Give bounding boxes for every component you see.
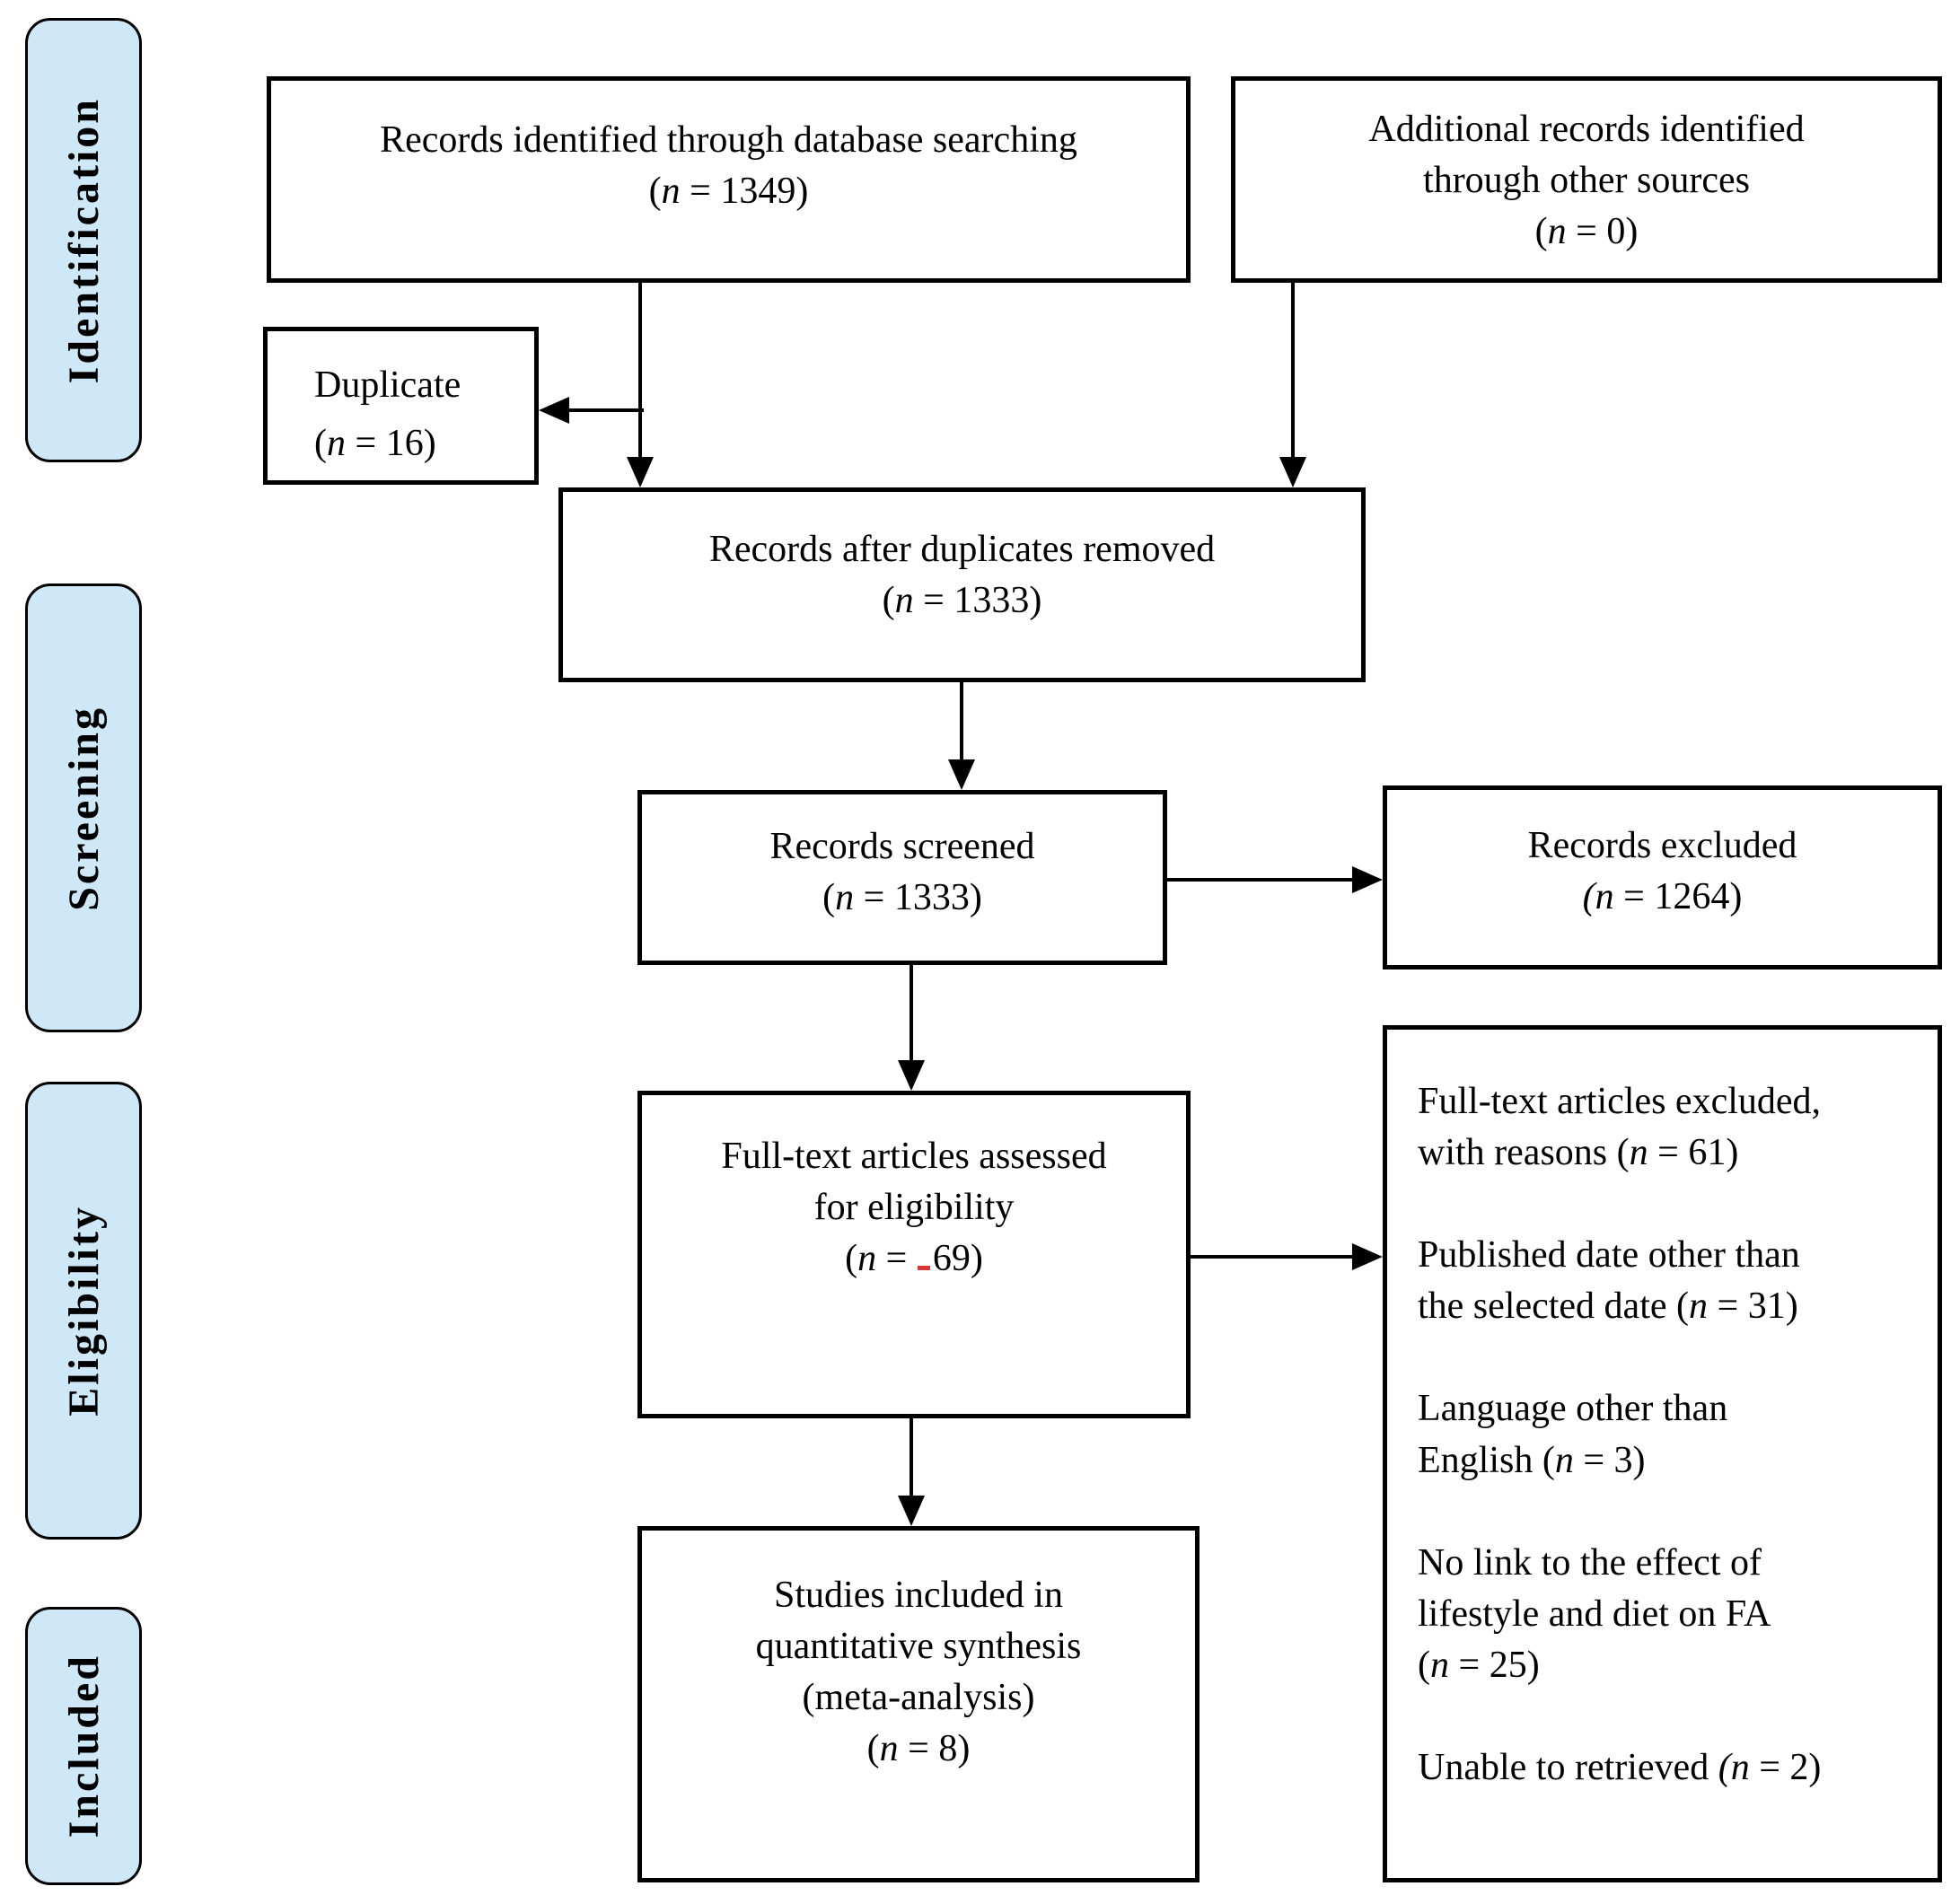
arrow-line xyxy=(566,408,644,412)
box-studies-included: Studies included in quantitative synthes… xyxy=(637,1526,1200,1882)
stage-eligibility-label: Eligibility xyxy=(59,1205,108,1417)
box-after-duplicates-count: (n = 1333) xyxy=(882,580,1042,622)
box-records-identified-label: Records identified through database sear… xyxy=(380,119,1077,161)
arrowhead-down-icon xyxy=(898,1496,925,1526)
red-underline-mark xyxy=(917,1242,930,1271)
box-after-duplicates-label: Records after duplicates removed xyxy=(708,529,1216,570)
arrow-line xyxy=(1291,283,1295,459)
box-fulltext-excluded: Full-text articles excluded, with reason… xyxy=(1383,1025,1942,1882)
box-records-excluded: Records excluded (n = 1264) xyxy=(1383,785,1942,970)
stage-identification-label: Identification xyxy=(59,96,108,384)
stage-identification: Identification xyxy=(25,18,142,462)
stage-included-label: Included xyxy=(59,1654,108,1838)
box-duplicate-count: (n = 16) xyxy=(314,423,436,465)
arrowhead-right-icon xyxy=(1352,866,1383,893)
arrow-line xyxy=(1167,878,1358,882)
box-records-excluded-count: (n = 1264) xyxy=(1582,876,1743,918)
stage-included: Included xyxy=(25,1607,142,1885)
arrow-line xyxy=(638,283,642,459)
box-studies-included-label1: Studies included in xyxy=(774,1575,1063,1616)
excluded-reason: Published date other than the selected d… xyxy=(1418,1234,1800,1328)
arrow-line xyxy=(910,1418,913,1497)
box-fulltext-assessed-count: (n = 69) xyxy=(845,1238,983,1280)
box-records-identified-count: (n = 1349) xyxy=(648,171,809,213)
arrow-line xyxy=(910,965,913,1062)
stage-eligibility: Eligibility xyxy=(25,1082,142,1540)
box-records-excluded-label: Records excluded xyxy=(1527,825,1797,866)
arrowhead-down-icon xyxy=(627,457,654,487)
stage-screening: Screening xyxy=(25,583,142,1032)
box-records-screened-label: Records screened xyxy=(769,826,1035,867)
box-additional-records-count: (n = 0) xyxy=(1534,211,1639,253)
excluded-reason: Unable to retrieved (n = 2) xyxy=(1418,1746,1822,1788)
arrowhead-right-icon xyxy=(1352,1243,1383,1270)
box-records-identified: Records identified through database sear… xyxy=(267,76,1191,283)
box-fulltext-assessed: Full-text articles assessed for eligibil… xyxy=(637,1091,1191,1418)
box-additional-records-label1: Additional records identified xyxy=(1368,109,1805,150)
arrow-line xyxy=(960,682,963,761)
box-fulltext-assessed-label1: Full-text articles assessed xyxy=(721,1136,1107,1177)
box-fulltext-assessed-label2: for eligibility xyxy=(813,1187,1015,1229)
box-additional-records-label2: through other sources xyxy=(1423,160,1750,202)
excluded-reason: Full-text articles excluded, with reason… xyxy=(1418,1081,1822,1174)
arrowhead-down-icon xyxy=(898,1060,925,1091)
arrowhead-down-icon xyxy=(1279,457,1306,487)
arrowhead-left-icon xyxy=(539,397,569,424)
stage-screening-label: Screening xyxy=(59,705,108,911)
box-after-duplicates: Records after duplicates removed (n = 13… xyxy=(558,487,1366,682)
excluded-reason: No link to the effect of lifestyle and d… xyxy=(1418,1541,1771,1686)
box-duplicate-label: Duplicate xyxy=(314,364,461,406)
box-records-screened: Records screened (n = 1333) xyxy=(637,790,1167,965)
box-duplicate: Duplicate (n = 16) xyxy=(263,327,539,485)
arrow-line xyxy=(1191,1255,1358,1259)
excluded-reason: Language other than English (n = 3) xyxy=(1418,1388,1728,1481)
box-records-screened-count: (n = 1333) xyxy=(822,877,982,919)
arrowhead-down-icon xyxy=(948,759,975,790)
box-studies-included-label3: (meta-analysis) xyxy=(802,1677,1035,1719)
box-additional-records: Additional records identified through ot… xyxy=(1231,76,1942,283)
box-studies-included-count: (n = 8) xyxy=(866,1728,971,1770)
box-studies-included-label2: quantitative synthesis xyxy=(755,1626,1082,1668)
